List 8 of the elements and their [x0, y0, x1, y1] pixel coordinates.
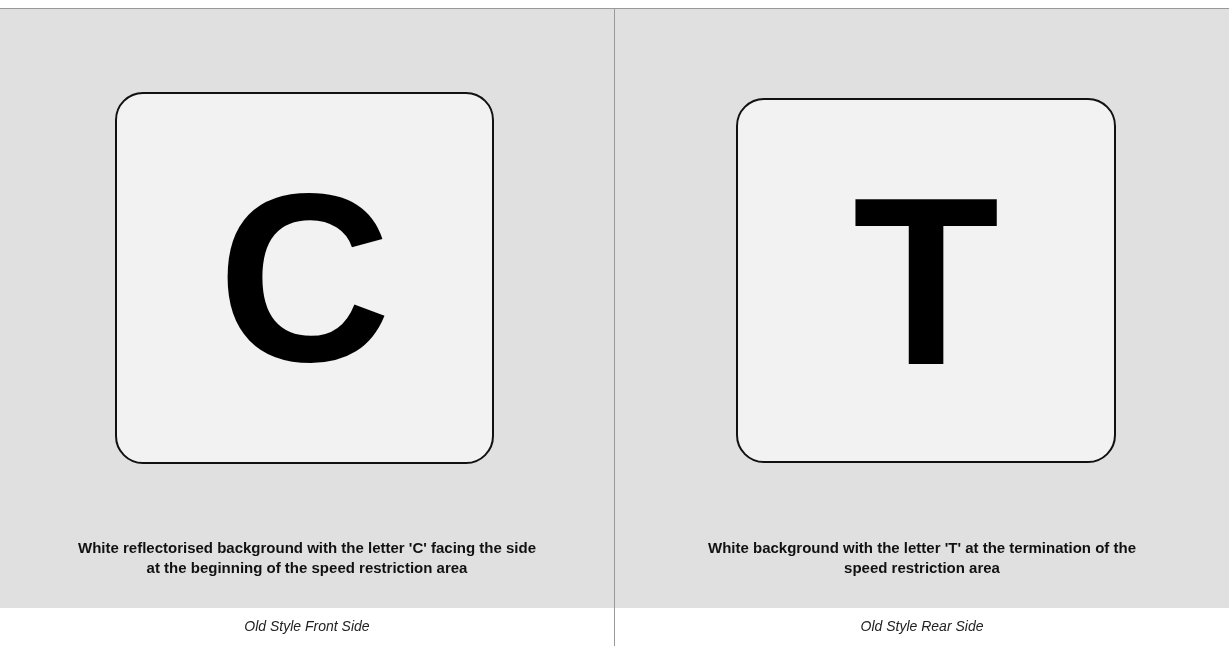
column-caption: Old Style Front Side — [243, 618, 371, 634]
sign-board — [115, 92, 494, 464]
sign-board — [736, 98, 1116, 463]
sign-letter: T — [852, 160, 1000, 401]
sign-description: White background with the letter 'T' at the termination of the speed restriction area — [707, 538, 1137, 578]
sign-description: White reflectorised background with the letter 'C' facing the side at the beginning of the speed restriction area — [76, 538, 537, 578]
column-caption: Old Style Rear Side — [859, 618, 985, 634]
sign-letter: C — [217, 158, 392, 398]
